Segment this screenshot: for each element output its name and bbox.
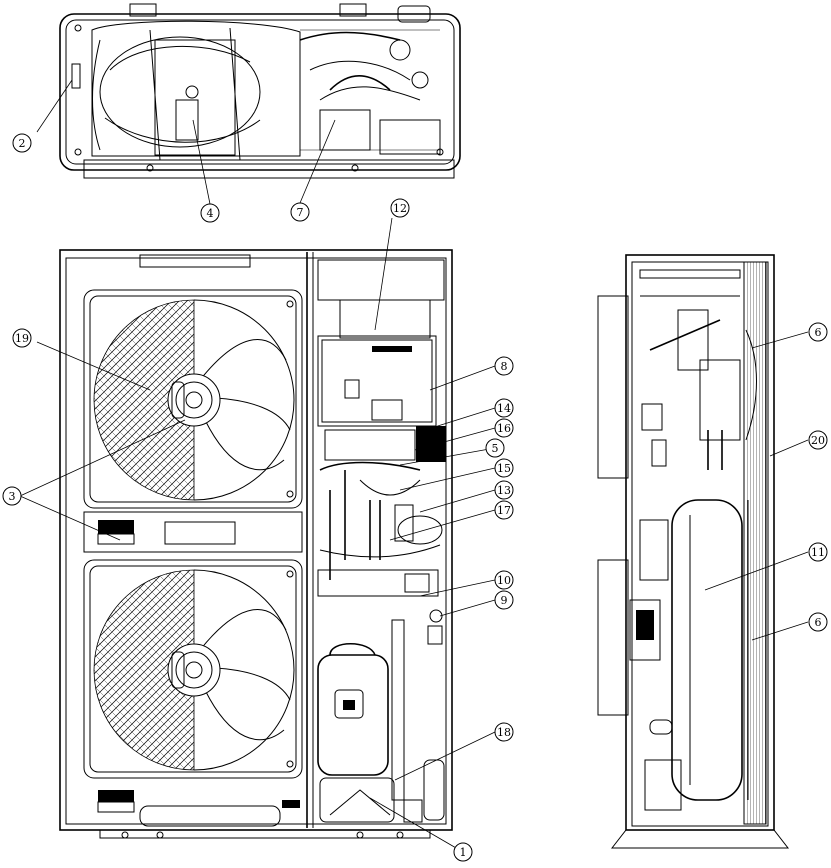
callout-7: 7 [290, 202, 310, 222]
callout-2: 2 [12, 133, 32, 153]
callout-15-label: 15 [497, 462, 511, 475]
callout-2-label: 2 [19, 137, 26, 150]
callout-17-label: 17 [497, 504, 511, 517]
upper-fan [83, 289, 303, 509]
front-view [59, 249, 453, 839]
callout-10: 10 [494, 570, 514, 590]
callout-19: 19 [12, 328, 32, 348]
callout-3-label: 3 [9, 490, 16, 503]
callout-20: 20 [808, 430, 828, 450]
callout-15: 15 [494, 458, 514, 478]
service-compartment [317, 259, 446, 823]
callout-1: 1 [453, 842, 473, 862]
top-view [59, 3, 461, 179]
callout-19-label: 19 [15, 332, 29, 345]
lower-fan [83, 559, 303, 779]
callout-5-label: 5 [492, 442, 499, 455]
callout-11: 11 [808, 542, 828, 562]
callout-17: 17 [494, 500, 514, 520]
callout-9: 9 [494, 590, 514, 610]
callout-14: 14 [494, 398, 514, 418]
callout-8: 8 [494, 356, 514, 376]
callout-10-label: 10 [497, 574, 511, 587]
callout-13-label: 13 [497, 484, 511, 497]
callout-18-label: 18 [497, 726, 511, 739]
callout-13: 13 [494, 480, 514, 500]
callout-7-label: 7 [297, 206, 304, 219]
callout-9-label: 9 [501, 594, 508, 607]
callout-18: 18 [494, 722, 514, 742]
callout-11-label: 11 [811, 546, 825, 559]
callout-16-label: 16 [497, 422, 511, 435]
leader-lines [19, 79, 809, 853]
callout-12: 12 [390, 198, 410, 218]
callout-6-upper-label: 6 [815, 326, 822, 339]
callout-4-label: 4 [207, 207, 214, 220]
callout-6-lower: 6 [808, 612, 828, 632]
side-view [597, 254, 790, 849]
callout-8-label: 8 [501, 360, 508, 373]
callout-6-lower-label: 6 [815, 616, 822, 629]
callout-1-label: 1 [460, 846, 467, 859]
callout-3: 3 [2, 486, 22, 506]
callout-5: 5 [485, 438, 505, 458]
callout-4: 4 [200, 203, 220, 223]
callout-16: 16 [494, 418, 514, 438]
callout-12-label: 12 [393, 202, 407, 215]
callout-14-label: 14 [497, 402, 511, 415]
callout-6-upper: 6 [808, 322, 828, 342]
callout-20-label: 20 [811, 434, 825, 447]
